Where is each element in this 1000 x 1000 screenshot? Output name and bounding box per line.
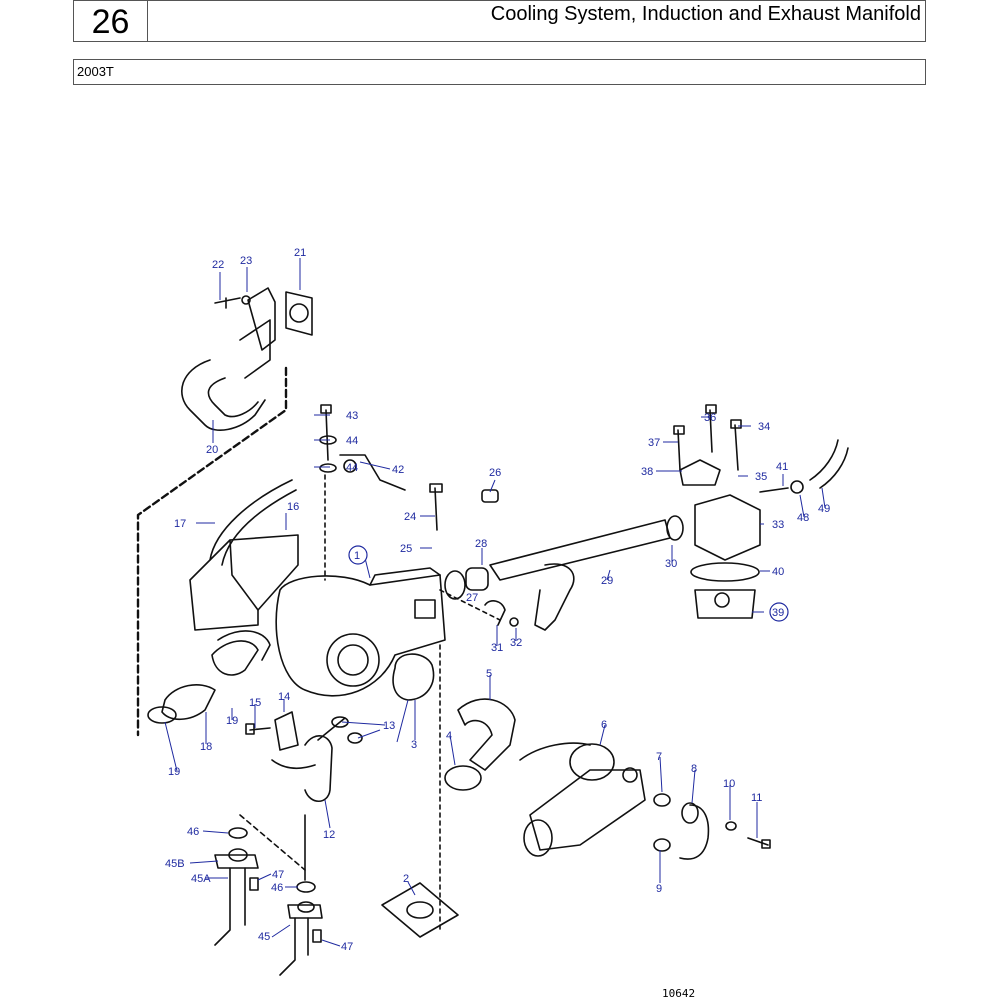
callout-label: 16 <box>287 501 299 513</box>
callout-label: 24 <box>404 511 416 523</box>
callout-label: 30 <box>665 558 677 570</box>
callout-label: 39 <box>772 607 784 619</box>
callout-label: 20 <box>206 444 218 456</box>
callout-labels: 1 2 3 4 5 6 7 8 9 10 11 12 13 14 15 16 1… <box>165 247 830 953</box>
callout-label: 35 <box>755 471 767 483</box>
callout-label: 13 <box>383 720 395 732</box>
callout-label: 10 <box>723 778 735 790</box>
callout-label: 45A <box>191 873 211 885</box>
callout-label: 23 <box>240 255 252 267</box>
callout-label: 17 <box>174 518 186 530</box>
callout-label: 29 <box>601 575 613 587</box>
callout-label: 43 <box>346 410 358 422</box>
callout-label: 45 <box>258 931 270 943</box>
callout-label: 2 <box>403 873 409 885</box>
callout-label: 11 <box>751 792 762 804</box>
section-header: 26 Cooling System, Induction and Exhaust… <box>73 0 926 42</box>
callout-label: 42 <box>392 464 404 476</box>
callout-label: 36 <box>704 412 716 424</box>
callout-label: 21 <box>294 247 306 259</box>
callout-label: 41 <box>776 461 788 473</box>
callout-label: 27 <box>466 592 478 604</box>
section-number: 26 <box>74 1 148 41</box>
callout-label: 46 <box>187 826 199 838</box>
callout-label: 45B <box>165 858 185 870</box>
callout-label: 12 <box>323 829 335 841</box>
callout-label: 5 <box>486 668 492 680</box>
callout-label: 7 <box>656 751 662 763</box>
callout-label: 22 <box>212 259 224 271</box>
callout-label: 28 <box>475 538 487 550</box>
callout-label: 38 <box>641 466 653 478</box>
callout-label: 26 <box>489 467 501 479</box>
callout-label: 48 <box>797 512 809 524</box>
callout-label: 32 <box>510 637 522 649</box>
callout-label: 44 <box>346 435 358 447</box>
callout-label: 37 <box>648 437 660 449</box>
callout-label: 18 <box>200 741 212 753</box>
callout-label: 1 <box>354 550 360 562</box>
callout-label: 4 <box>446 730 452 742</box>
callout-label: 6 <box>601 719 607 731</box>
section-title: Cooling System, Induction and Exhaust Ma… <box>490 3 921 25</box>
callout-label: 3 <box>411 739 417 751</box>
drawing-number: 10642 <box>662 987 696 1000</box>
callout-label: 33 <box>772 519 784 531</box>
callout-label: 47 <box>272 869 284 881</box>
callout-label: 31 <box>491 642 503 654</box>
callout-label: 34 <box>758 421 770 433</box>
callout-label: 40 <box>772 566 784 578</box>
model-designation: 2003T <box>73 59 926 85</box>
callout-label: 44 <box>346 462 358 474</box>
callout-label: 15 <box>249 697 261 709</box>
callout-label: 49 <box>818 503 830 515</box>
callout-label: 19 <box>226 715 238 727</box>
callout-label: 46 <box>271 882 283 894</box>
callout-label: 19 <box>168 766 180 778</box>
callout-label: 9 <box>656 883 662 895</box>
callout-label: 47 <box>341 941 353 953</box>
callout-label: 14 <box>278 691 290 703</box>
callout-label: 25 <box>400 543 412 555</box>
callout-label: 8 <box>691 763 697 775</box>
